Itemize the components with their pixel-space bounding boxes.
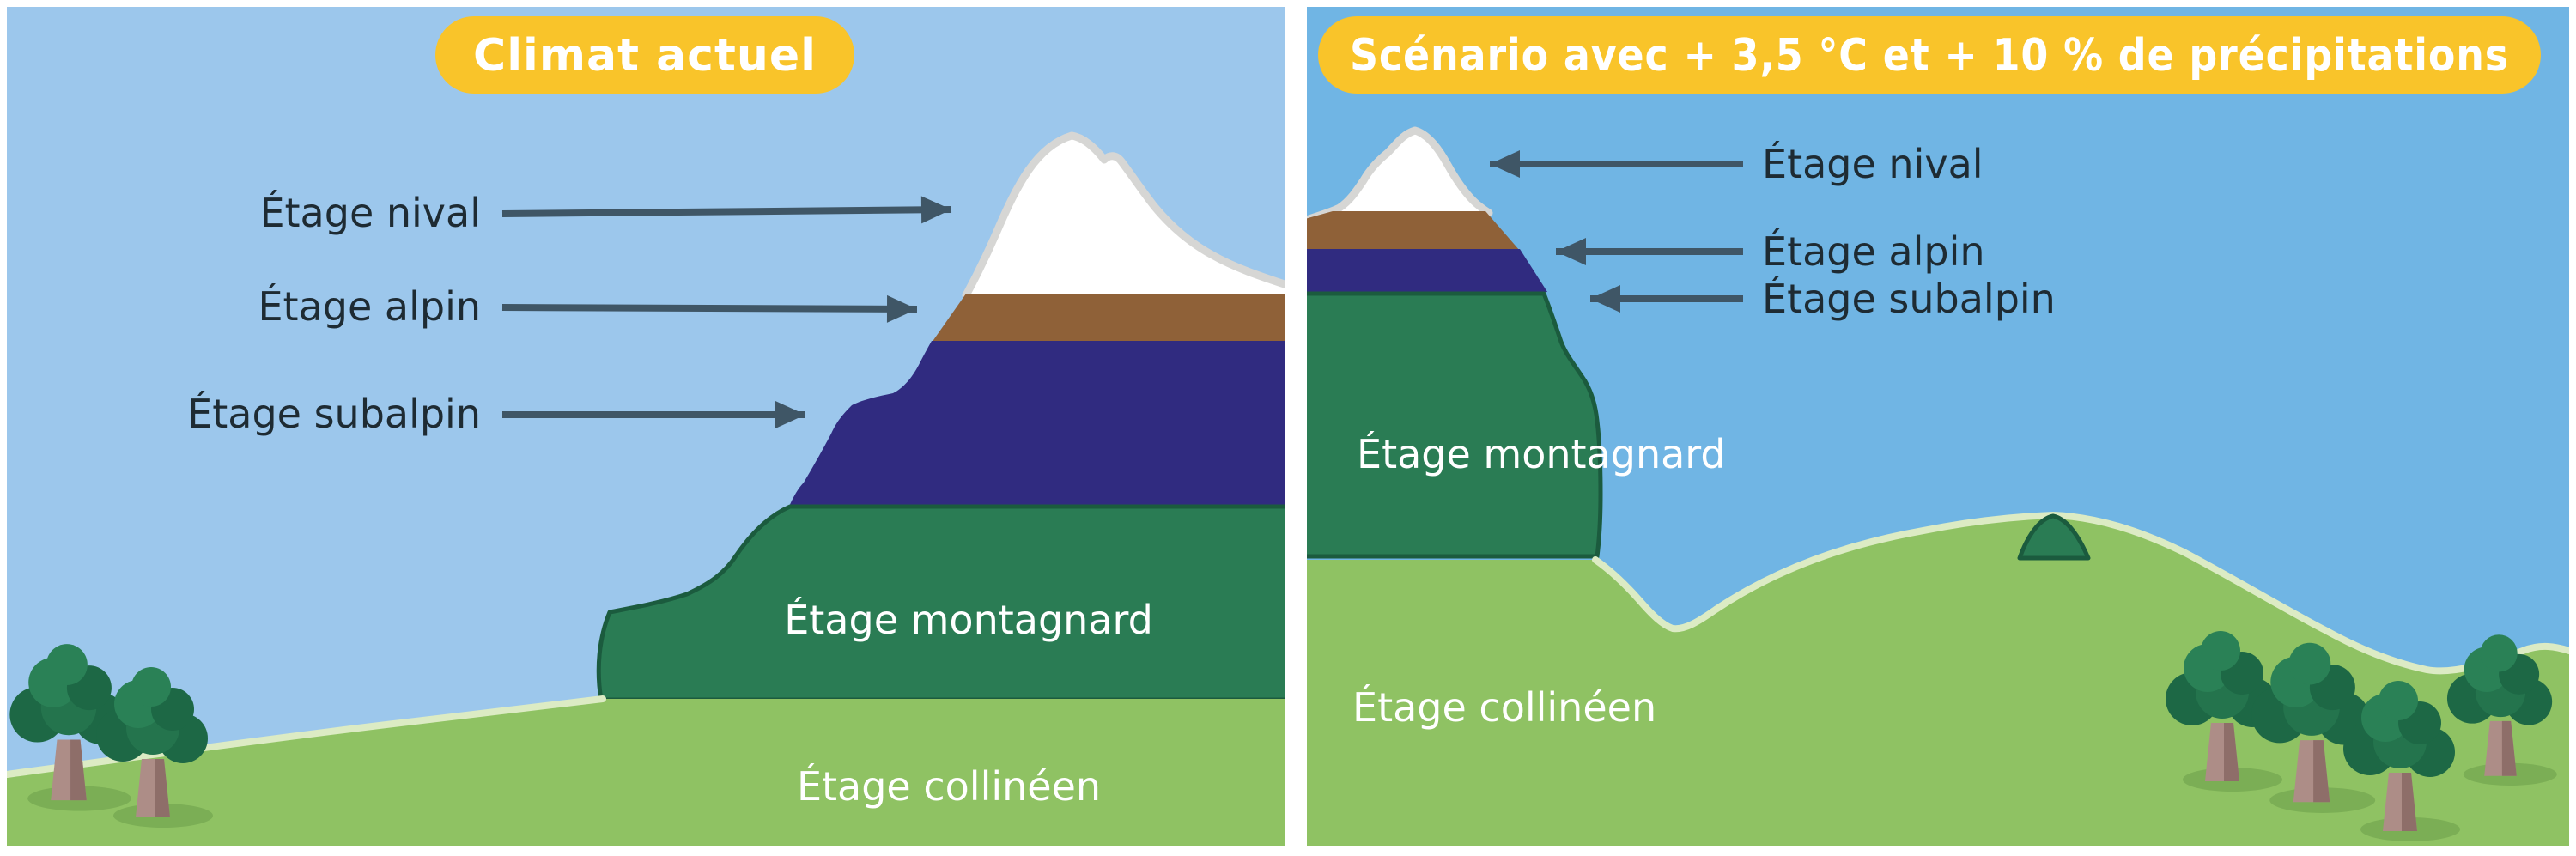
left-montagnard-zone bbox=[596, 504, 1285, 702]
left-alpin-label: Étage alpin bbox=[258, 283, 481, 330]
left-snow-outline bbox=[962, 131, 1285, 300]
left-title-pill bbox=[435, 16, 854, 94]
right-alpin-label: Étage alpin bbox=[1762, 228, 1985, 275]
left-grass-outline bbox=[7, 695, 606, 778]
right-title: Scénario avec + 3,5 °C et + 10 % de préc… bbox=[1350, 30, 2509, 82]
left-subalpin-label: Étage subalpin bbox=[187, 391, 481, 437]
right-title-pill bbox=[1318, 16, 2541, 94]
right-subalpine-band bbox=[1307, 249, 1547, 292]
left-nival-label: Étage nival bbox=[259, 190, 481, 236]
right-panel: Scénario avec + 3,5 °C et + 10 % de préc… bbox=[1307, 7, 2569, 846]
left-collineen-label: Étage collinéen bbox=[797, 763, 1101, 810]
right-collineen-label: Étage collinéen bbox=[1352, 684, 1656, 731]
left-nival-arrow bbox=[501, 196, 952, 224]
second-hill-montagnard-cap bbox=[2017, 513, 2091, 561]
right-montagnard-label: Étage montagnard bbox=[1357, 431, 1726, 477]
left-collineen-zone bbox=[7, 699, 1285, 846]
right-snow-outline bbox=[1307, 126, 1493, 224]
left-montagnard-label: Étage montagnard bbox=[784, 597, 1153, 643]
right-alpine-band bbox=[1307, 211, 1520, 251]
left-panel: Climat actuel Étage nival Étage alpin Ét… bbox=[7, 7, 1285, 846]
left-alpine-band bbox=[932, 294, 1285, 343]
left-alpin-arrow bbox=[501, 294, 918, 323]
right-nival-label: Étage nival bbox=[1762, 141, 1984, 187]
left-subalpine-band bbox=[788, 341, 1285, 508]
right-collineen-zone bbox=[1307, 515, 2569, 846]
right-montagnard-zone bbox=[1307, 291, 1603, 559]
left-title: Climat actuel bbox=[473, 30, 817, 82]
right-subalpin-label: Étage subalpin bbox=[1762, 276, 2056, 322]
